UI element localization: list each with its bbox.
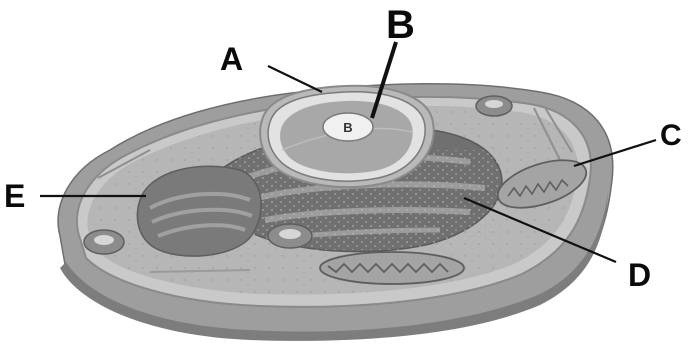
nucleus: B [260, 86, 434, 187]
label-a: A [220, 41, 243, 77]
vesicle [476, 96, 512, 116]
nucleolus-label: B [343, 120, 352, 135]
label-c: C [660, 119, 682, 152]
vesicle [84, 230, 124, 254]
leader-line-a [268, 66, 322, 92]
label-d: D [628, 257, 651, 293]
vesicle [268, 224, 312, 248]
label-b: B [386, 3, 415, 47]
mitochondrion [320, 252, 464, 284]
golgi-apparatus [137, 166, 261, 256]
label-e: E [4, 178, 25, 214]
